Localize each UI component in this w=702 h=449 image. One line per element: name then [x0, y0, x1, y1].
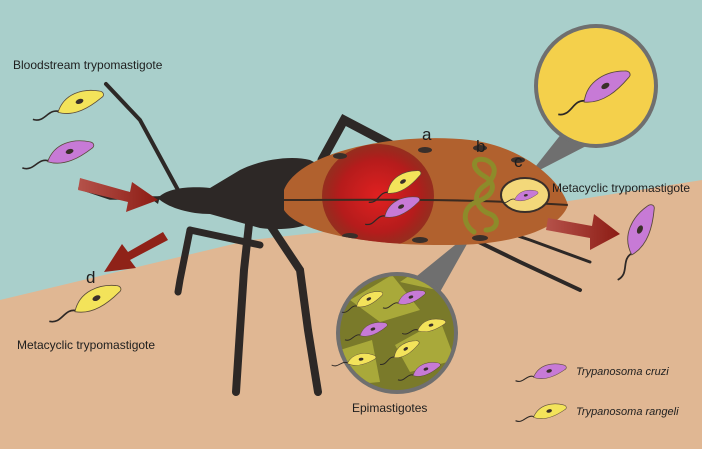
hindgut-coil [462, 156, 499, 235]
trypomastigote-cruzi-metacyclic [617, 204, 655, 281]
epimastigote-6 [397, 362, 441, 381]
label-c: c [514, 152, 523, 171]
label-bloodstream-trypomastigote: Bloodstream trypomastigote [13, 58, 163, 72]
gut-region [322, 144, 434, 246]
label-epimastigotes: Epimastigotes [352, 401, 428, 415]
transmission-arrows [78, 178, 620, 272]
trypomastigote-cruzi-rectum [501, 189, 539, 204]
trypomastigote-rangeli-gut [368, 170, 422, 203]
legend-swatch-cruzi [515, 363, 567, 382]
epimastigote-0 [341, 291, 384, 313]
epimastigote-1 [382, 290, 426, 309]
label-a: a [422, 125, 432, 144]
trypomastigote-rangeli-metacyclic [49, 285, 122, 323]
trypomastigote-cruzi-gut [365, 196, 421, 226]
epimastigote-2 [401, 318, 446, 335]
label-d: d [86, 268, 96, 287]
legend-label-rangeli: Trypanosoma rangeli [576, 406, 679, 418]
arrow-in [78, 178, 158, 212]
arrow-out-right [546, 214, 620, 250]
label-metacyclic-left: Metacyclic trypomastigote [17, 338, 156, 352]
parasite-group [22, 70, 655, 422]
epimastigote-5 [331, 353, 377, 367]
legend-label-cruzi: Trypanosoma cruzi [576, 366, 669, 378]
trypomastigote-rangeli-blood [32, 89, 104, 121]
label-b: b [476, 137, 486, 156]
label-metacyclic-right: Metacyclic trypomastigote [552, 181, 691, 195]
trypomastigote-cruzi-zoom [558, 70, 631, 116]
epimastigote-4 [379, 340, 420, 365]
trypomastigote-cruzi-blood [22, 140, 95, 170]
legend-swatch-rangeli [515, 403, 567, 422]
arrow-out-left [104, 232, 168, 272]
epimastigote-3 [344, 322, 388, 341]
